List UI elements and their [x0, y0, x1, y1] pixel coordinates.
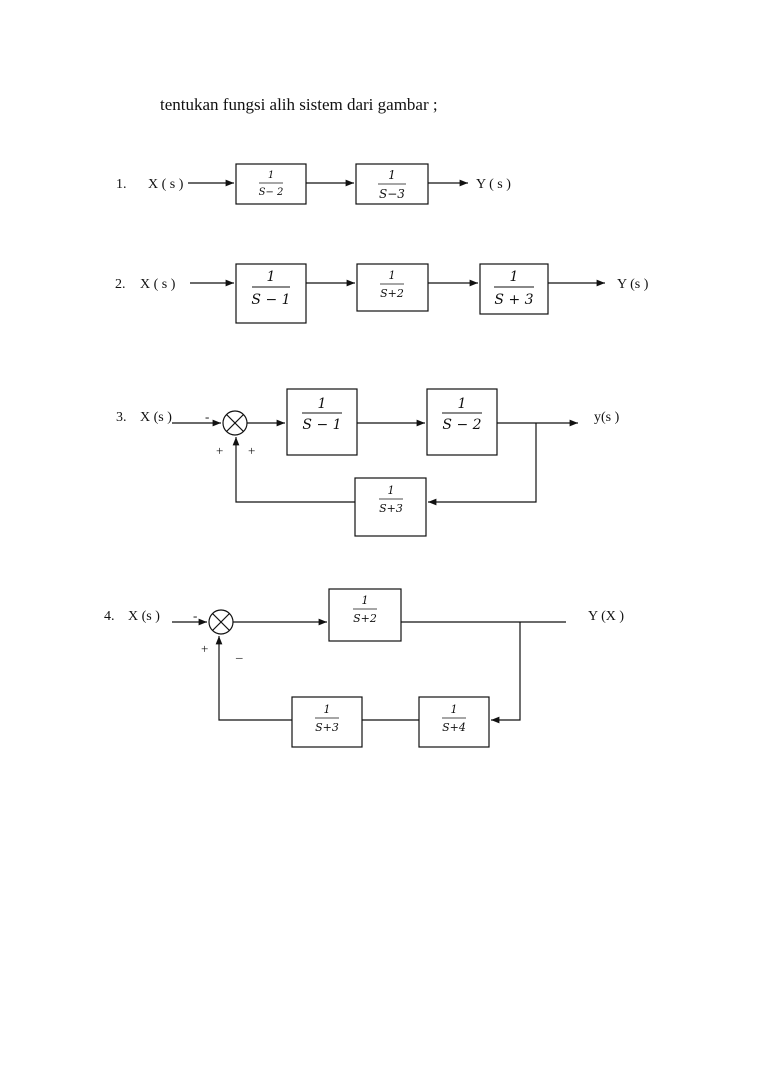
diagram-2-block-3-denominator: S + 3: [494, 292, 533, 308]
diagram-2-block-3-fraction: 1 S + 3: [494, 269, 534, 308]
diagram-4-feedback-block-1-numerator: 1: [324, 703, 331, 716]
diagram-3-block-1-fraction: 1 S − 1: [302, 396, 342, 433]
diagram-1-block-2-fraction: 1 S−3: [378, 168, 406, 201]
diagram-3-feedback-sign-right: +: [248, 443, 255, 458]
diagram-3-feedback-block-denominator: S+3: [379, 502, 403, 515]
diagram-4-block-1: [328, 588, 402, 642]
diagram-2-block-3-numerator: 1: [510, 269, 519, 285]
diagram-2-output-label: Y (s ): [617, 277, 649, 292]
diagram-3-block-2-numerator: 1: [458, 396, 467, 412]
diagram-2-block-1-fraction: 1 S − 1: [251, 269, 290, 308]
diagram-3-feedback-block: [354, 477, 427, 537]
diagram-4-feedback-block-1-fraction: 1 S+3: [315, 703, 339, 734]
diagram-1-block-1-denominator: S− 2: [259, 187, 284, 198]
diagram-3-block-1: [286, 388, 358, 456]
diagram-3-feedback-block-fraction: 1 S+3: [379, 484, 403, 515]
diagram-1-block-2: [355, 163, 429, 205]
diagram-4-feedback-block-2-denominator: S+4: [442, 721, 466, 734]
diagram-3: [172, 388, 578, 537]
diagram-1-block-2-denominator: S−3: [379, 187, 405, 201]
diagram-1: [188, 163, 468, 205]
diagram-4-feedback-block-2-fraction: 1 S+4: [442, 703, 466, 734]
diagram-3-block-1-denominator: S − 1: [302, 417, 341, 433]
diagram-3-input-label: X (s ): [140, 410, 172, 425]
diagram-2-input-label: X ( s ): [140, 277, 176, 292]
diagram-1-input-label: X ( s ): [148, 177, 184, 192]
diagram-4-feedback-return: [215, 636, 292, 721]
diagram-4-feedback-block-2-numerator: 1: [451, 703, 458, 716]
diagram-3-feedback-return: [232, 437, 355, 503]
diagram-1-block-2-numerator: 1: [388, 168, 396, 182]
instruction-text: tentukan fungsi alih sistem dari gambar …: [160, 95, 438, 114]
diagram-4-feedback-block-1: [291, 696, 363, 748]
diagram-1-block-1-numerator: 1: [268, 170, 274, 181]
diagram-2-block-3: [479, 263, 549, 315]
diagram-3-feedback-block-numerator: 1: [388, 484, 395, 497]
diagram-2-block-1: [235, 263, 307, 324]
diagram-3-number: 3.: [116, 410, 127, 425]
diagram-4-block-1-denominator: S+2: [353, 612, 377, 625]
diagram-3-block-1-numerator: 1: [318, 396, 327, 412]
diagram-4-output-label: Y (X ): [588, 609, 624, 624]
diagram-2-block-1-numerator: 1: [267, 269, 276, 285]
diagram-3-block-2-fraction: 1 S − 2: [442, 396, 482, 433]
diagram-4-input-label: X (s ): [128, 609, 160, 624]
diagram-3-feedback-path: [428, 423, 537, 506]
diagram-4-feedback-path: [491, 622, 521, 724]
diagram-3-output-label: y(s ): [594, 410, 620, 425]
diagram-2-block-2-fraction: 1 S+2: [380, 269, 404, 300]
diagram-2-block-2-numerator: 1: [389, 269, 396, 282]
diagram-4-feedback-sign-left: +: [201, 641, 208, 656]
diagram-3-block-2-denominator: S − 2: [442, 417, 481, 433]
diagram-3-block-2: [426, 388, 498, 456]
diagram-2-number: 2.: [115, 277, 126, 292]
diagram-2-block-2-denominator: S+2: [380, 287, 404, 300]
diagram-3-input-sign: -: [205, 409, 209, 424]
diagram-4: [172, 588, 566, 748]
diagram-2: [190, 263, 605, 324]
diagram-4-input-sign: -: [193, 608, 197, 623]
diagram-4-feedback-sign-right: _: [235, 645, 243, 660]
diagram-4-feedback-block-1-denominator: S+3: [315, 721, 339, 734]
diagram-1-block-1-fraction: 1 S− 2: [259, 170, 284, 198]
diagram-4-block-1-fraction: 1 S+2: [353, 594, 377, 625]
diagram-2-block-2: [356, 263, 429, 312]
diagram-2-block-1-denominator: S − 1: [251, 292, 290, 308]
diagram-1-output-label: Y ( s ): [476, 177, 511, 192]
diagram-1-number: 1.: [116, 177, 127, 192]
diagram-4-number: 4.: [104, 609, 115, 624]
diagram-4-feedback-block-2: [418, 696, 490, 748]
diagram-3-feedback-sign-left: +: [216, 443, 223, 458]
diagram-1-block-1: [235, 163, 307, 205]
diagram-4-block-1-numerator: 1: [362, 594, 369, 607]
